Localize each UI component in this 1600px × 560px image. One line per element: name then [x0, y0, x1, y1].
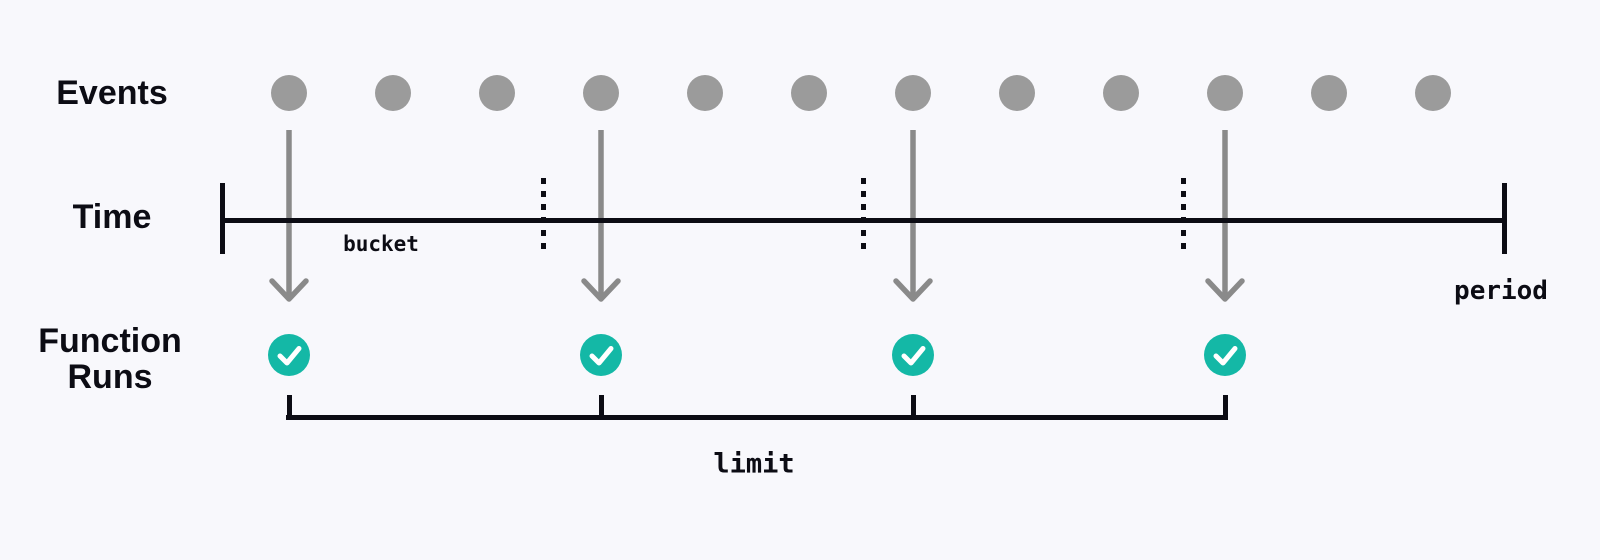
limit-bracket-tick — [598, 395, 604, 420]
limit-bracket-tick — [286, 395, 292, 420]
timeline-start-tick — [220, 183, 225, 254]
trigger-arrow — [267, 128, 311, 318]
event-dot — [687, 75, 723, 111]
event-dot — [271, 75, 307, 111]
trigger-arrow — [1203, 128, 1247, 318]
event-dot — [375, 75, 411, 111]
time-row-label: Time — [72, 198, 152, 236]
event-dot — [1103, 75, 1139, 111]
period-annotation: period — [1454, 276, 1548, 306]
trigger-arrow — [891, 128, 935, 318]
check-icon — [901, 346, 926, 366]
function-runs-row-label: Function Runs — [38, 322, 182, 396]
function-run-success-badge — [892, 334, 934, 376]
event-dot — [479, 75, 515, 111]
limit-annotation: limit — [713, 448, 795, 480]
bucket-boundary-dashed-line — [1180, 178, 1186, 256]
event-dot — [999, 75, 1035, 111]
bucket-boundary-dashed-line — [860, 178, 866, 256]
event-dot — [583, 75, 619, 111]
trigger-arrow — [579, 128, 623, 318]
limit-bracket-tick — [910, 395, 916, 420]
limit-bracket-bar — [286, 415, 1228, 420]
function-run-success-badge — [580, 334, 622, 376]
down-arrow-icon — [581, 130, 621, 302]
down-arrow-icon — [893, 130, 933, 302]
function-run-success-badge — [1204, 334, 1246, 376]
check-icon — [1213, 346, 1238, 366]
check-icon — [589, 346, 614, 366]
down-arrow-icon — [269, 130, 309, 302]
event-dot — [1207, 75, 1243, 111]
limit-bracket-tick — [1222, 395, 1228, 420]
event-dot — [895, 75, 931, 111]
down-arrow-icon — [1205, 130, 1245, 302]
event-dot — [1311, 75, 1347, 111]
timeline-end-tick — [1502, 183, 1507, 254]
check-icon — [277, 346, 302, 366]
event-dot — [791, 75, 827, 111]
bucket-annotation: bucket — [343, 232, 419, 256]
function-run-success-badge — [268, 334, 310, 376]
bucket-boundary-dashed-line — [540, 178, 546, 256]
events-row-label: Events — [56, 74, 168, 112]
event-dot — [1415, 75, 1451, 111]
